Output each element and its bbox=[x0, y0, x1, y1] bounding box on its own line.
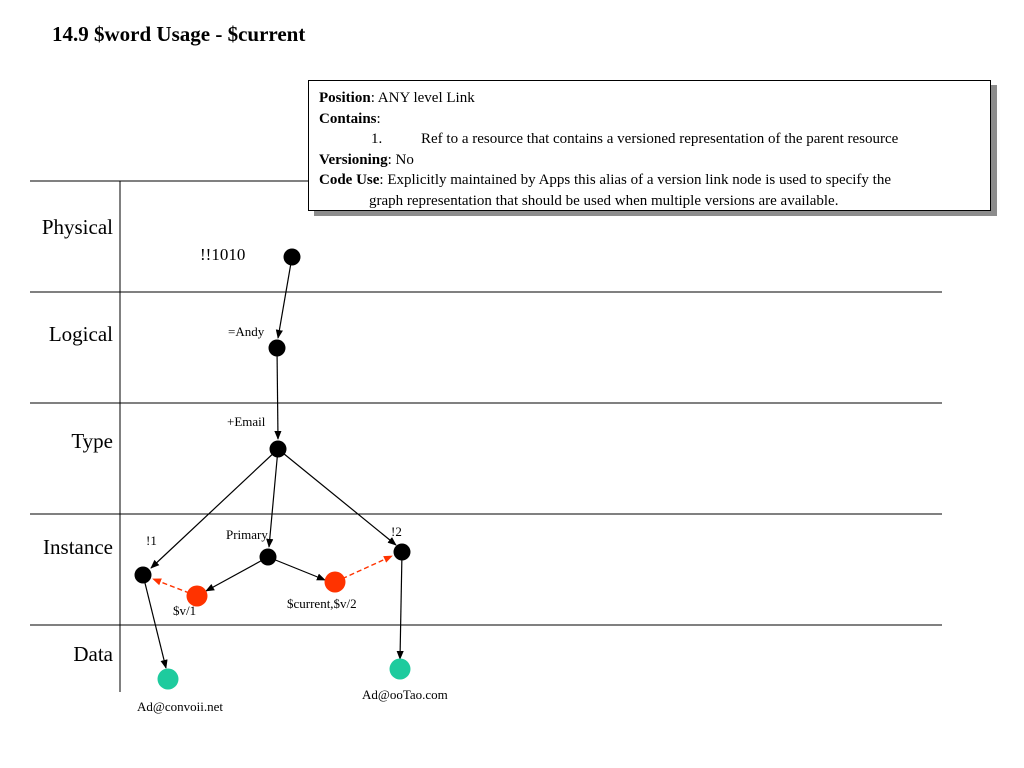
node-label-data-2: Ad@ooTao.com bbox=[362, 687, 448, 702]
link-instance-1-data-1 bbox=[142, 574, 168, 669]
info-code-use-key: Code Use bbox=[319, 172, 380, 189]
info-item-text: Ref to a resource that contains a versio… bbox=[421, 131, 899, 148]
info-contains-key: Contains bbox=[319, 110, 377, 127]
node-label-instance-1: !1 bbox=[146, 533, 157, 548]
info-contains-item: 1. Ref to a resource that contains a vers… bbox=[319, 129, 980, 150]
info-box: Position: ANY level Link Contains: 1. Ref… bbox=[308, 80, 991, 211]
node-data-2 bbox=[389, 658, 411, 680]
info-item-number: 1. bbox=[371, 131, 383, 148]
info-versioning-key: Versioning bbox=[319, 151, 388, 168]
lane-label-data: Data bbox=[73, 642, 113, 666]
link-type-instance-2 bbox=[277, 448, 397, 546]
info-versioning-row: Versioning: No bbox=[319, 150, 980, 171]
node-label-logical: =Andy bbox=[228, 324, 265, 339]
page-title: 14.9 $word Usage - $current bbox=[52, 22, 306, 46]
node-instance-2 bbox=[393, 543, 411, 561]
node-label-instance-2: !2 bbox=[391, 524, 402, 539]
node-data-1 bbox=[157, 668, 179, 690]
node-primary bbox=[259, 548, 277, 566]
lane-label-logical: Logical bbox=[49, 322, 113, 346]
node-physical bbox=[283, 248, 301, 266]
node-label-version-current: $current,$v/2 bbox=[287, 596, 357, 611]
link-type-instance-1 bbox=[150, 448, 279, 569]
node-label-version-1: $v/1 bbox=[173, 603, 196, 618]
node-label-primary: Primary bbox=[226, 527, 268, 542]
info-contains-row: Contains: bbox=[319, 109, 980, 130]
node-type bbox=[269, 440, 287, 458]
link-physical-logical bbox=[275, 256, 293, 339]
info-position-key: Position bbox=[319, 90, 371, 106]
info-versioning-value: : No bbox=[387, 151, 414, 168]
node-label-data-1: Ad@convoii.net bbox=[137, 699, 223, 714]
link-primary-version-1 bbox=[205, 556, 269, 592]
lane-label-type: Type bbox=[71, 429, 113, 453]
node-label-physical: !!1010 bbox=[200, 245, 245, 264]
lane-label-physical: Physical bbox=[42, 215, 113, 239]
link-logical-type bbox=[274, 347, 282, 440]
node-version-current bbox=[324, 571, 346, 593]
link-type-primary bbox=[266, 448, 279, 548]
node-instance-1 bbox=[134, 566, 152, 584]
node-label-type: +Email bbox=[227, 414, 266, 429]
link-instance-2-data-2 bbox=[396, 551, 404, 660]
link-primary-version-current bbox=[267, 556, 326, 581]
info-contains-sep: : bbox=[376, 110, 381, 127]
info-code-use-continuation: graph representation that should be used… bbox=[369, 192, 839, 209]
lane-label-instance: Instance bbox=[43, 535, 113, 559]
node-logical bbox=[268, 339, 286, 357]
info-position-row: Position: ANY level Link bbox=[319, 88, 980, 109]
node-version-1 bbox=[186, 585, 208, 607]
info-position-value: : ANY level Link bbox=[370, 90, 475, 106]
info-code-use-row: Code Use: Explicitly maintained by Apps … bbox=[319, 170, 980, 191]
info-code-use-value: : Explicitly maintained by Apps this ali… bbox=[379, 172, 892, 189]
